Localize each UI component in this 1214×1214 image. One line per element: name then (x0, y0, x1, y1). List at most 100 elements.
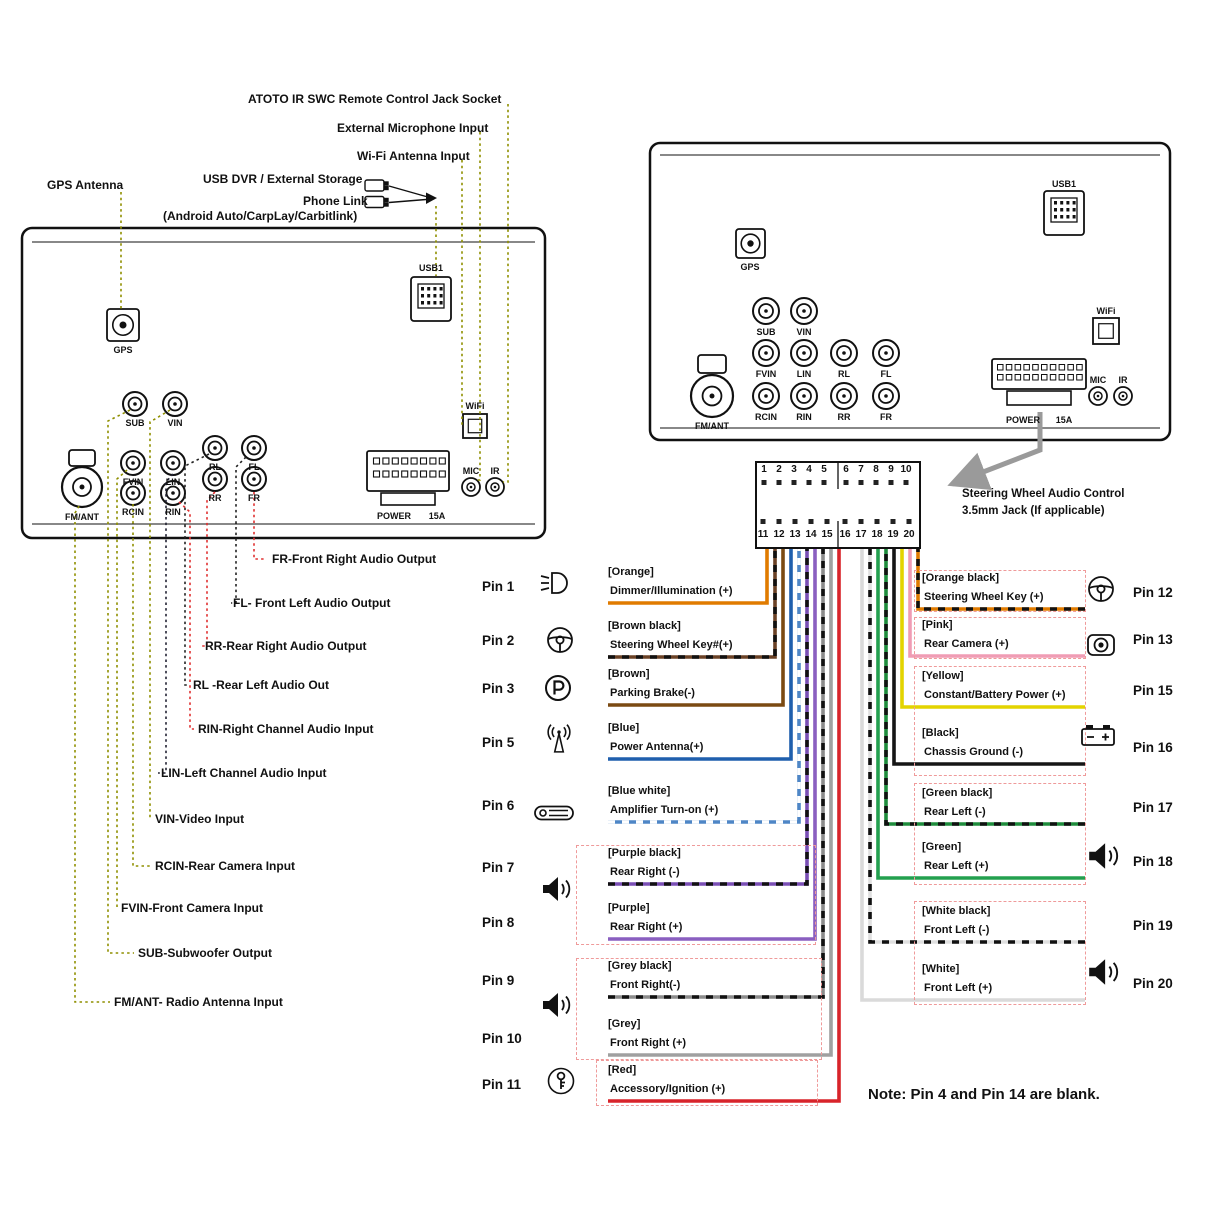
u2-ir-label: IR (1118, 375, 1128, 385)
connector-pin-num-16: 16 (839, 529, 851, 540)
connector-pin-num-3: 3 (791, 464, 797, 475)
callout-bottom-3: RL -Rear Left Audio Out (193, 678, 329, 692)
connector-pin-num-17: 17 (855, 529, 867, 540)
connector-pin-num-1: 1 (761, 464, 767, 475)
wire-desc: Chassis Ground (-) (924, 746, 1024, 758)
callout-top-0: ATOTO IR SWC Remote Control Jack Socket (248, 92, 502, 106)
wire-desc: Front Right (+) (610, 1037, 687, 1049)
callout-top-2: Wi-Fi Antenna Input (357, 149, 470, 163)
connector-pin-num-9: 9 (888, 464, 894, 475)
u2-jack-label-fvin: FVIN (755, 369, 777, 379)
callout-bottom-4: RIN-Right Channel Audio Input (198, 722, 374, 736)
u1-fmant-label: FM/ANT (65, 512, 99, 522)
u1-jack-label-fvin: FVIN (122, 477, 144, 487)
ignition-icon (546, 1066, 576, 1096)
wire-color-label: [Grey] (608, 1018, 641, 1030)
pin-group-box-1 (576, 958, 822, 1060)
u2-fuse-label: 15A (1055, 415, 1073, 425)
u1-mic-label: MIC (462, 466, 480, 476)
u2-wifi-label: WiFi (1096, 306, 1116, 316)
wire-color-label: [Blue] (608, 722, 640, 734)
connector-pin-num-19: 19 (887, 529, 899, 540)
antenna-icon (543, 722, 575, 754)
pin-group-box-5 (914, 666, 1086, 776)
pin-group-box-0 (576, 845, 816, 945)
u2-gps-label: GPS (740, 262, 760, 272)
wire-color-label: [Grey black] (608, 960, 672, 972)
pin-number-right-0: Pin 12 (1133, 585, 1173, 600)
pin-number-right-1: Pin 13 (1133, 632, 1173, 647)
u1-ir-label: IR (490, 466, 500, 476)
u1-jack-label-lin: LIN (165, 477, 181, 487)
wire-desc: Amplifier Turn-on (+) (610, 804, 719, 816)
wire-desc: Rear Right (+) (610, 921, 683, 933)
u2-jack-label-rr: RR (837, 412, 851, 422)
wire-desc: Rear Left (+) (924, 860, 989, 872)
callout-bottom-6: VIN-Video Input (155, 812, 245, 826)
pin-group-box-3 (914, 570, 1086, 612)
connector-pin-num-11: 11 (757, 529, 769, 540)
wire-color-label: [Brown] (608, 668, 650, 680)
u2-power-label: POWER (1005, 415, 1041, 425)
wire-color-label: [Green] (922, 841, 962, 853)
callout-bottom-10: FM/ANT- Radio Antenna Input (114, 995, 283, 1009)
callout-bottom-8: FVIN-Front Camera Input (121, 901, 264, 915)
speaker-icon (540, 874, 572, 904)
swc-jack-label-line1: Steering Wheel Audio Control (962, 488, 1125, 500)
u2-jack-label-rcin: RCIN (755, 412, 777, 422)
pin-number-left-4: Pin 6 (482, 798, 515, 813)
pin-number-left-5: Pin 7 (482, 860, 515, 875)
u2-jack-label-rl: RL (838, 369, 850, 379)
pin-number-right-5: Pin 18 (1133, 854, 1173, 869)
swc-jack-label-line2: 3.5mm Jack (If applicable) (962, 505, 1105, 517)
wire-color-label: [Black] (922, 727, 959, 739)
pin-number-right-6: Pin 19 (1133, 918, 1173, 933)
connector-pin-num-20: 20 (903, 529, 915, 540)
u2-fmant-label: FM/ANT (695, 421, 729, 431)
wire-desc: Dimmer/Illumination (+) (610, 585, 733, 597)
speaker-icon (1086, 840, 1120, 872)
u1-wifi-label: WiFi (465, 401, 485, 411)
wire-color-label: [Orange black] (922, 572, 1000, 584)
wire-desc: Steering Wheel Key#(+) (610, 639, 733, 651)
wire-desc: Front Left (-) (924, 924, 990, 936)
parking-icon (543, 673, 573, 703)
connector-pin-num-4: 4 (806, 464, 812, 475)
wire-color-label: [Green black] (922, 787, 993, 799)
u1-jack-label-rcin: RCIN (122, 507, 144, 517)
connector-pin-num-18: 18 (871, 529, 883, 540)
wire-desc: Steering Wheel Key (+) (924, 591, 1044, 603)
callout-top-1: External Microphone Input (337, 121, 489, 135)
speaker-icon (1086, 956, 1120, 988)
u1-fuse-label: 15A (428, 511, 446, 521)
u2-jack-label-vin: VIN (796, 327, 812, 337)
wire-color-label: [Orange] (608, 566, 654, 578)
wire-color-label: [Red] (608, 1064, 637, 1076)
pin-number-left-3: Pin 5 (482, 735, 515, 750)
u1-jack-label-vin: VIN (167, 418, 183, 428)
connector-pin-num-2: 2 (776, 464, 782, 475)
pin-number-right-2: Pin 15 (1133, 683, 1173, 698)
u2-jack-label-rin: RIN (796, 412, 812, 422)
callout-bottom-2: RR-Rear Right Audio Output (205, 639, 367, 653)
pin-number-right-4: Pin 17 (1133, 800, 1173, 815)
connector-pin-num-8: 8 (873, 464, 879, 475)
u1-jack-label-rl: RL (209, 462, 221, 472)
u1-jack-label-fr: FR (248, 493, 260, 503)
pin-group-box-6 (914, 783, 1086, 885)
connector-pin-num-13: 13 (789, 529, 801, 540)
pin-number-left-6: Pin 8 (482, 915, 515, 930)
callout-bottom-1: FL- Front Left Audio Output (233, 596, 391, 610)
connector-pin-num-7: 7 (858, 464, 864, 475)
u1-jack-label-rin: RIN (165, 507, 181, 517)
u1-jack-label-fl: FL (248, 462, 260, 472)
pin-number-left-7: Pin 9 (482, 973, 515, 988)
connector-pin-num-5: 5 (821, 464, 827, 475)
connector-pin-num-10: 10 (900, 464, 912, 475)
u1-power-label: POWER (376, 511, 412, 521)
callout-bottom-0: FR-Front Right Audio Output (272, 552, 437, 566)
camera-icon (1086, 630, 1116, 660)
pin-group-box-2 (596, 1060, 818, 1106)
